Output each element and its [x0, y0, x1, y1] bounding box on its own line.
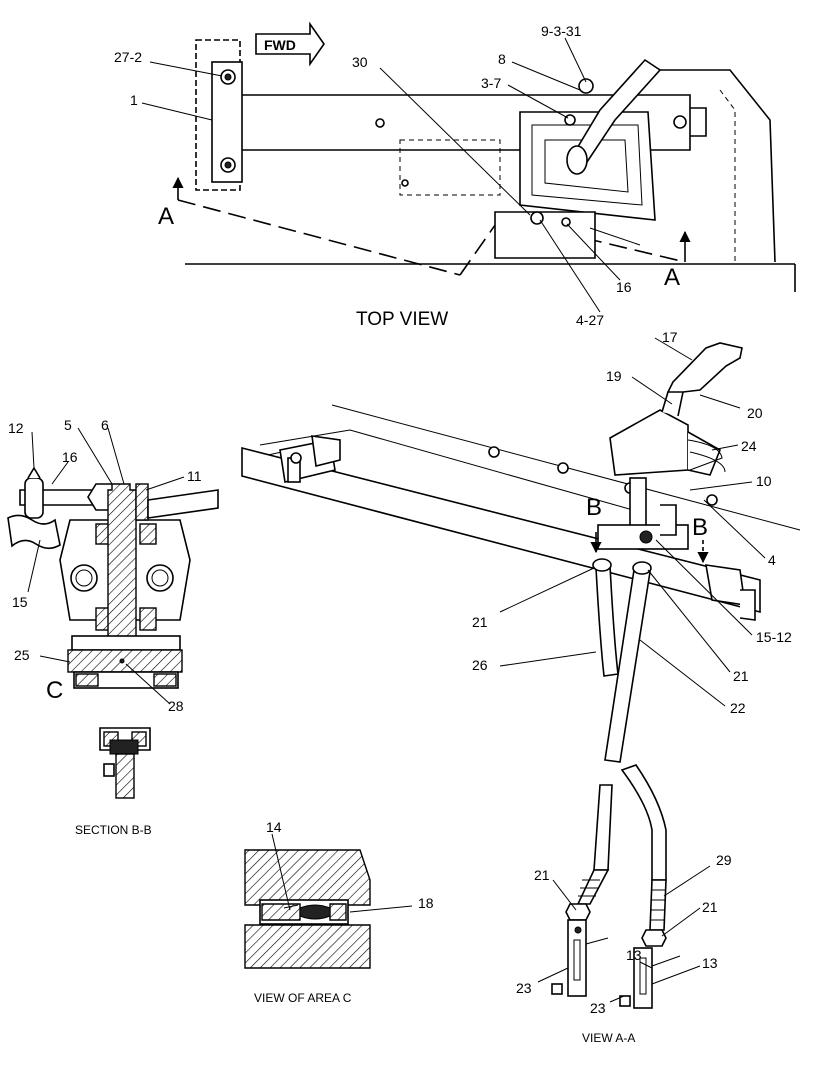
callout-4-27: 4-27	[576, 312, 604, 328]
callout-23-b: 23	[590, 1000, 606, 1016]
callout-12: 12	[8, 420, 24, 436]
shifter-housing	[519, 111, 656, 221]
section-bb: 12 16 5 6 11 15 25 28 C SECTION B-B	[7, 417, 219, 837]
callout-21-b: 21	[733, 668, 749, 684]
callout-8: 8	[498, 51, 506, 67]
cab-outline	[640, 69, 776, 263]
rod-26	[595, 565, 619, 677]
callout-17: 17	[662, 329, 678, 345]
callout-19: 19	[606, 368, 622, 384]
section-b-left: B	[586, 494, 602, 521]
section-a-right: A	[664, 264, 680, 291]
section-b-right: B	[692, 514, 708, 541]
callout-3-7: 3-7	[481, 75, 501, 91]
callout-16-section: 16	[62, 449, 78, 465]
callout-21-a: 21	[472, 614, 488, 630]
callout-18: 18	[418, 895, 434, 911]
callout-1: 1	[130, 92, 138, 108]
view-area-c-title: VIEW OF AREA C	[254, 991, 352, 1005]
callout-25: 25	[14, 647, 30, 663]
callout-13-a: 13	[626, 947, 642, 963]
callout-6: 6	[101, 417, 109, 433]
view-aa-title: VIEW A-A	[582, 1031, 635, 1045]
clevis-left	[567, 919, 587, 997]
shifter-body	[609, 409, 689, 476]
callout-9-3-31: 9-3-31	[541, 23, 582, 39]
section-c: C	[46, 677, 63, 704]
section-bb-title: SECTION B-B	[75, 823, 152, 837]
main-assembly: B B 17 19 20 24 10 4 15-12 21 21 26 22	[241, 329, 801, 763]
view-aa: 21 23 29 21 13 13 23 VIEW A-A	[516, 764, 732, 1045]
cross-tube	[242, 94, 691, 151]
view-area-c: 14 18 VIEW OF AREA C	[244, 819, 434, 1005]
callout-22: 22	[730, 700, 746, 716]
base-plate	[67, 649, 183, 673]
callout-15: 15	[12, 594, 28, 610]
callout-13-b: 13	[702, 955, 718, 971]
callout-29: 29	[716, 852, 732, 868]
cut-plane-aa	[177, 199, 461, 276]
callout-15-12: 15-12	[756, 629, 792, 645]
lever-knob	[666, 342, 743, 393]
fwd-label: FWD	[264, 37, 296, 53]
callout-27-2: 27-2	[114, 49, 142, 65]
callout-21-c: 21	[534, 867, 550, 883]
center-shaft	[107, 483, 137, 651]
callout-5: 5	[64, 417, 72, 433]
callout-16-top: 16	[616, 279, 632, 295]
callout-20: 20	[747, 405, 763, 421]
callout-28: 28	[168, 698, 184, 714]
section-a-left: A	[158, 203, 174, 230]
top-view-title: TOP VIEW	[356, 309, 448, 330]
callout-21-d: 21	[702, 899, 718, 915]
top-view: FWD A A TOP VIEW 27-2 1 30 9-3-31 8 3-7 …	[114, 21, 796, 330]
callout-26: 26	[472, 657, 488, 673]
callout-30: 30	[352, 54, 368, 70]
mounting-bar	[241, 446, 761, 614]
callout-23-a: 23	[516, 980, 532, 996]
clevis-right	[633, 947, 653, 1009]
shifter-base	[494, 211, 596, 259]
fwd-arrow-icon	[255, 21, 325, 67]
mount-plate-hidden	[399, 139, 501, 196]
callout-4: 4	[768, 552, 776, 568]
callout-11: 11	[187, 468, 202, 484]
callout-10: 10	[756, 473, 772, 489]
callout-14: 14	[266, 819, 282, 835]
callout-24: 24	[741, 438, 757, 454]
